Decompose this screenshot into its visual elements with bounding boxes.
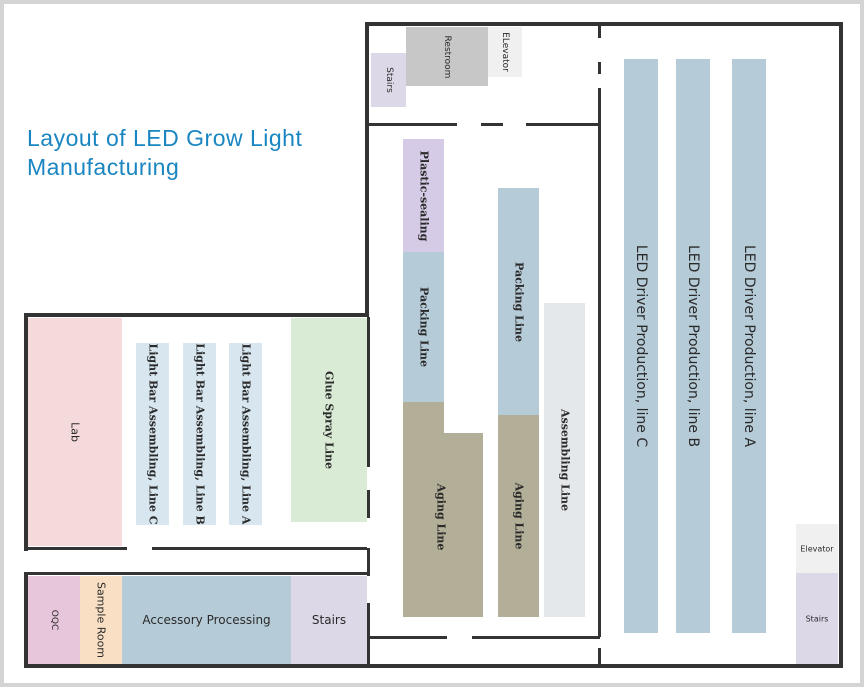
room-led-driver-c: LED Driver Production, line C [624, 59, 658, 633]
room-packing-line-mid: Packing Line [498, 188, 539, 415]
room-light-bar-b: Light Bar Assembling, Line B [183, 343, 216, 525]
aging-line-left-label: Aging Line [434, 483, 448, 551]
room-label: Aging Line [512, 482, 525, 550]
wall-divider-1 [598, 26, 601, 38]
room-label: Lab [68, 422, 82, 442]
room-light-bar-c: Light Bar Assembling, Line C [136, 343, 169, 525]
wall-upper-left [365, 22, 369, 317]
room-assembling-line: Assembling Line [544, 303, 585, 617]
wall-outer-top [365, 22, 843, 26]
room-label: Stairs [383, 67, 394, 93]
wall-hall-top-b [481, 123, 503, 126]
title-line-2: Manufacturing [27, 154, 180, 180]
wall-hall-top-c [526, 123, 600, 126]
room-label: LED Driver Production, line C [633, 244, 649, 448]
room-stairs-bottom: Stairs [291, 576, 367, 664]
room-restroom: Restroom [406, 27, 488, 86]
room-aging-line-left-a [403, 402, 444, 617]
room-label: Assembling Line [558, 408, 571, 512]
wall-left-wing-top [24, 313, 369, 317]
wall-hall-bottom-b [472, 636, 600, 639]
wall-partition-a [367, 317, 370, 467]
room-led-driver-b: LED Driver Production, line B [676, 59, 710, 633]
wall-outer-right [839, 22, 843, 668]
room-sample-room: Sample Room [80, 576, 122, 664]
room-glue-spray-line: Glue Spray Line [291, 318, 367, 522]
room-label: Glue Spray Line [322, 370, 336, 470]
wall-corridor-upper-b [152, 547, 367, 550]
room-stairs-right: Stairs [796, 573, 838, 664]
wall-partition-c [367, 548, 370, 576]
room-aging-line-mid: Aging Line [498, 415, 539, 617]
wall-corridor-lower [24, 572, 367, 575]
room-label: Restroom [442, 35, 452, 78]
room-elevator-top: ELevator [488, 27, 522, 77]
diagram-title: Layout of LED Grow Light Manufacturing [27, 124, 302, 182]
room-elevator-right: Elevator [796, 524, 838, 573]
room-light-bar-a: Light Bar Assembling, Line A [229, 343, 262, 525]
wall-outer-bottom [24, 664, 843, 668]
room-accessory-processing: Accessory Processing [122, 576, 291, 664]
wall-divider-4 [598, 648, 601, 664]
room-label: OQC [49, 609, 59, 631]
room-plastic-sealing: Plastic-sealing [403, 139, 444, 252]
room-packing-line-left: Packing Line [403, 252, 444, 402]
room-aging-line-left-b [443, 433, 483, 617]
room-led-driver-a: LED Driver Production, line A [732, 59, 766, 633]
room-label: Sample Room [94, 581, 108, 659]
wall-left-wing-left-lower [24, 572, 28, 668]
wall-corridor-upper-a [28, 547, 127, 550]
room-label: ELevator [500, 32, 510, 72]
room-label: Elevator [800, 544, 834, 553]
room-label: LED Driver Production, line B [685, 244, 701, 448]
room-label: Stairs [805, 614, 829, 623]
title-line-1: Layout of LED Grow Light [27, 125, 303, 151]
wall-hall-top-a [369, 123, 457, 126]
room-label: Stairs [311, 613, 347, 627]
room-label: Packing Line [417, 286, 430, 368]
room-label: Packing Line [512, 261, 525, 342]
wall-divider-3 [598, 88, 601, 637]
room-stairs-top: Stairs [371, 53, 406, 107]
wall-partition-b [367, 490, 370, 518]
wall-divider-2 [598, 62, 601, 74]
room-oqc: OQC [28, 576, 80, 664]
room-label: Plastic-sealing [417, 150, 430, 241]
room-label: LED Driver Production, line A [741, 244, 757, 448]
room-label: Light Bar Assembling, Line B [193, 343, 206, 525]
room-label: Light Bar Assembling, Line C [146, 343, 159, 525]
wall-hall-bottom-a [369, 636, 447, 639]
wall-left-wing-left [24, 313, 28, 551]
room-label: Accessory Processing [142, 613, 271, 627]
room-lab: Lab [28, 318, 122, 546]
room-label: Light Bar Assembling, Line A [239, 343, 252, 525]
wall-partition-d [367, 603, 370, 667]
